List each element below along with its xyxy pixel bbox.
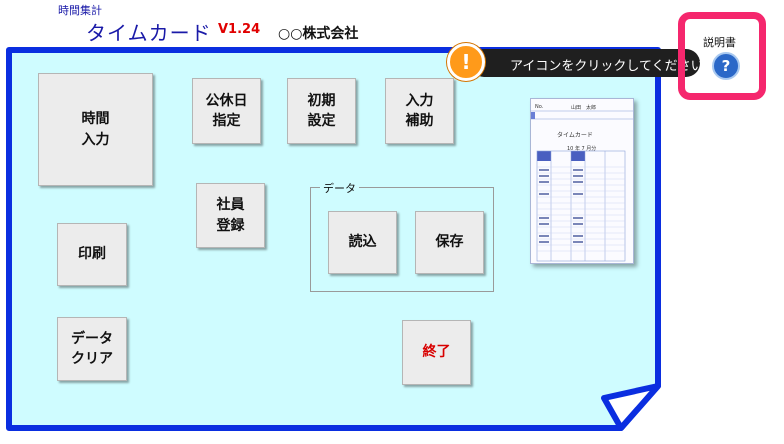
version-label: V1.24 — [218, 22, 261, 37]
time-card-title: タイムカード — [557, 132, 593, 139]
warning-icon: ! — [447, 43, 485, 81]
exit-button[interactable]: 終了 — [402, 320, 471, 385]
time-card-no: No. — [535, 104, 544, 110]
app-subtitle: 時間集計 — [58, 4, 102, 17]
time-card-name: 山田 太郎 — [571, 105, 597, 111]
employee-register-button[interactable]: 社員 登録 — [196, 183, 265, 248]
input-assist-button[interactable]: 入力 補助 — [385, 78, 454, 144]
callout-text: アイコンをクリックしてください。 — [510, 59, 717, 74]
time-card-date: 10 年 7 月分 — [567, 146, 597, 152]
help-label: 説明書 — [703, 36, 736, 49]
time-card-grid — [531, 110, 633, 262]
callout-tooltip — [470, 49, 700, 77]
data-group-label: データ — [320, 180, 359, 196]
app-title: タイムカード — [86, 21, 212, 45]
help-question-icon[interactable]: ? — [712, 52, 740, 80]
holiday-setting-button[interactable]: 公休日 指定 — [192, 78, 261, 144]
load-button[interactable]: 読込 — [328, 211, 397, 274]
print-button[interactable]: 印刷 — [57, 223, 127, 286]
initial-setting-button[interactable]: 初期 設定 — [287, 78, 356, 144]
save-button[interactable]: 保存 — [415, 211, 484, 274]
time-input-button[interactable]: 時間 入力 — [38, 73, 153, 186]
company-name: ○○株式会社 — [278, 26, 359, 42]
data-group-box — [310, 187, 494, 292]
data-clear-button[interactable]: データ クリア — [57, 317, 127, 381]
help-highlight-frame — [678, 12, 766, 100]
time-card-image: No. 山田 太郎 タイムカード 10 年 7 月分 — [530, 98, 634, 264]
